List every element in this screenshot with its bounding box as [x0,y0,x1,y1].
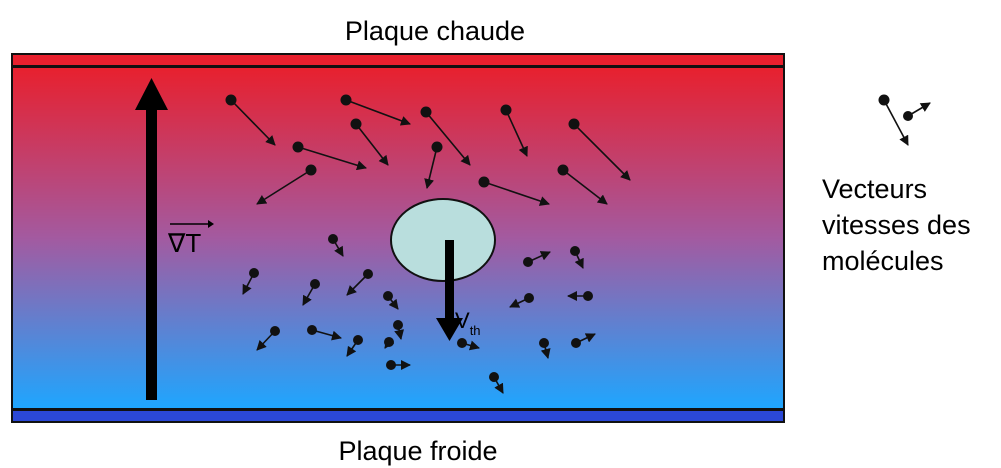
velocity-vector [884,100,908,145]
hot-plate [12,54,784,66]
hot-plate-label: Plaque chaude [345,16,525,46]
molecule-dot [249,268,259,278]
legend-line-1: Vecteurs [822,174,927,204]
molecule-dot [393,320,403,330]
molecule-dot [270,326,280,336]
legend-line-2: vitesses des [822,210,971,240]
molecule-dot [523,257,533,267]
molecule-dot [558,165,569,176]
molecule-dot [351,119,362,130]
molecule [879,95,909,146]
molecule-dot [432,142,443,153]
molecule-dot [353,335,363,345]
particle [391,199,495,281]
molecule-dot [583,291,593,301]
molecule-dot [479,177,490,188]
svg-text:∇T: ∇T [167,228,201,258]
legend-line-3: molécules [822,246,944,276]
molecule-dot [307,325,317,335]
molecule-dot [386,360,396,370]
molecule-dot [457,338,467,348]
molecule-dot [341,95,352,106]
molecule-dot [383,291,393,301]
molecule-dot [570,246,580,256]
molecule-dot [501,105,512,116]
molecule-dot [226,95,237,106]
molecule-dot [524,293,534,303]
molecule-dot [293,142,304,153]
molecule-dot [328,234,338,244]
molecule-dot [569,119,580,130]
molecule-dot [539,338,549,348]
molecule-dot [571,338,581,348]
molecule-dot [421,107,432,118]
legend-molecule-icon [879,95,931,146]
molecule-dot [310,279,320,289]
cold-plate-label: Plaque froide [338,436,497,466]
molecule-dot [879,95,890,106]
molecule-dot [306,165,317,176]
molecule [903,103,930,121]
molecule-dot [489,372,499,382]
cold-plate [12,410,784,422]
molecule-dot [384,337,394,347]
molecule-dot [363,269,373,279]
molecule-dot [903,111,913,121]
